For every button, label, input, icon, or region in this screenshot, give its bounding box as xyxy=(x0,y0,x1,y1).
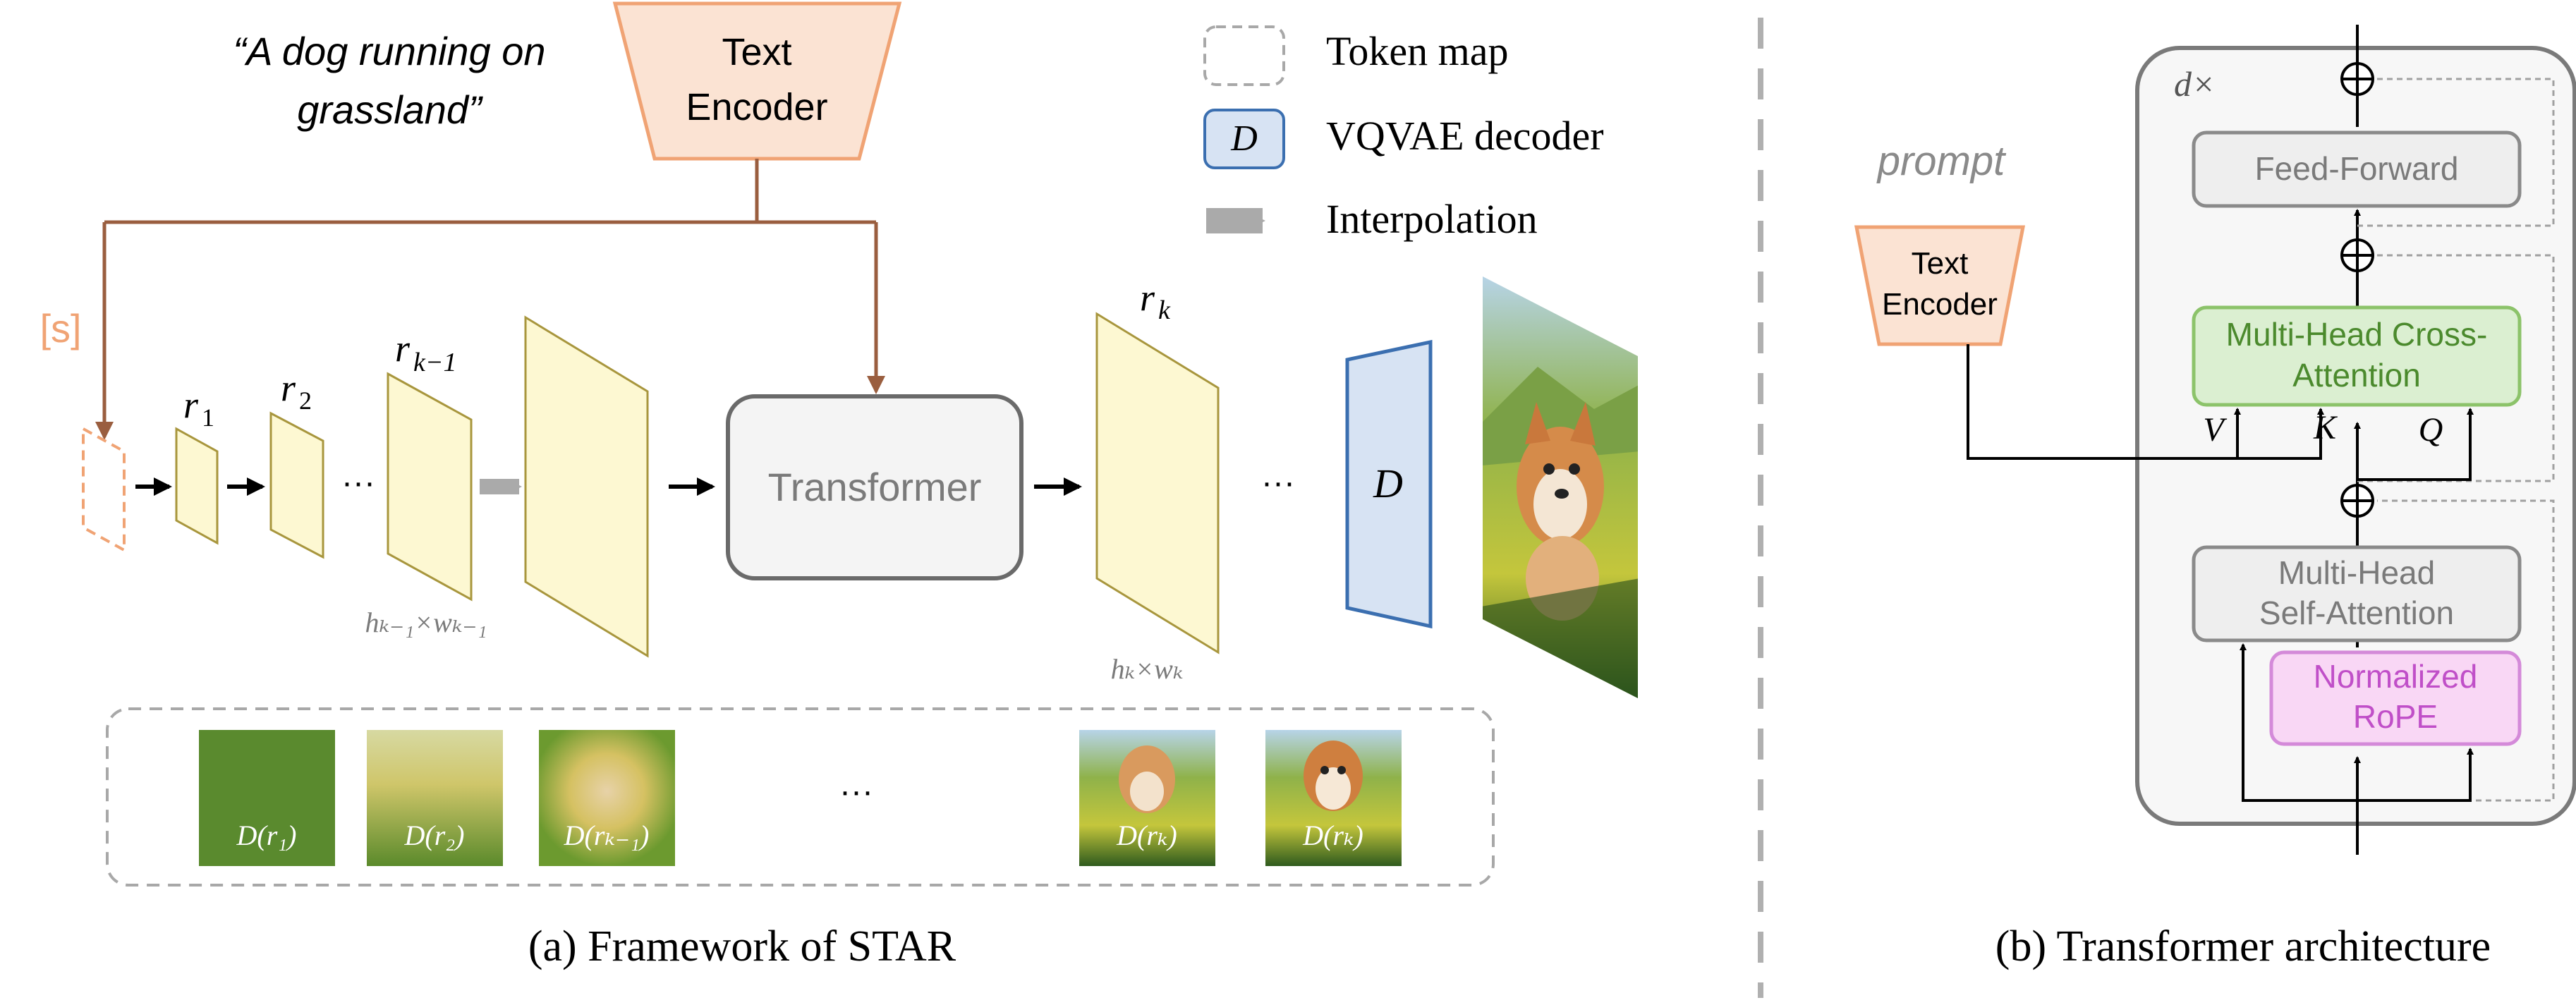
prompt-quote-line2: grassland” xyxy=(297,87,483,132)
dim-label-cur: hₖ×wₖ xyxy=(1111,653,1184,685)
token-map-r1 xyxy=(175,427,219,545)
self-attention-line2: Self-Attention xyxy=(2259,595,2454,631)
transformer-panel: prompt Text Encoder d× xyxy=(1854,25,2576,970)
decoded-previews: D(r₁) D(r₂) D(rₖ₋₁) ··· D(rₖ) xyxy=(106,707,1495,887)
v-label: V xyxy=(2203,411,2227,449)
prompt-quote-line1: “A dog running on xyxy=(233,29,545,73)
legend-token-map-swatch xyxy=(1203,25,1285,86)
condition-lines xyxy=(95,159,885,440)
label-r1: r 1 xyxy=(183,384,214,432)
transformer-block: Transformer xyxy=(726,394,1023,580)
repeat-label: d× xyxy=(2174,64,2216,104)
decoder-letter: D xyxy=(1373,461,1403,506)
decoded-preview-rk: D(rₖ) xyxy=(1079,730,1215,866)
label-rk1: r k−1 xyxy=(395,327,457,377)
svg-text:r: r xyxy=(183,384,199,426)
svg-text:r: r xyxy=(281,367,296,409)
right-text-encoder-block: Text Encoder xyxy=(1854,225,2026,346)
ellipsis-2: ··· xyxy=(1261,464,1295,501)
legend-decoder-label: VQVAE decoder xyxy=(1326,113,1604,159)
ellipsis-1: ··· xyxy=(341,464,375,501)
q-label: Q xyxy=(2419,411,2443,449)
text-encoder-label-line1: Text xyxy=(722,31,791,73)
svg-text:D(rₖ): D(rₖ) xyxy=(1302,820,1363,851)
text-encoder-block: Text Encoder xyxy=(612,1,902,161)
decoded-preview-rk1: D(rₖ₋₁) xyxy=(539,730,675,866)
token-map-rk1 xyxy=(387,372,473,602)
legend-interp-label: Interpolation xyxy=(1326,196,1538,242)
svg-text:1: 1 xyxy=(202,403,214,432)
cross-attention-inputs xyxy=(1967,344,2474,481)
token-map-interp xyxy=(524,315,649,658)
decoded-preview-rK: D(rₖ) xyxy=(1265,730,1402,866)
caption-b: (b) Transformer architecture xyxy=(1995,922,2491,970)
svg-text:r: r xyxy=(395,327,411,370)
svg-text:D(rₖ₋₁): D(rₖ₋₁) xyxy=(564,820,650,851)
legend-decoder-swatch xyxy=(1203,109,1285,169)
decoded-preview-r1: D(r₁) xyxy=(199,730,335,866)
label-rk: r k xyxy=(1140,276,1171,325)
plus-node-3 xyxy=(2340,62,2374,96)
framework-panel: “A dog running on grassland” Text Encode… xyxy=(40,1,1638,970)
svg-text:k: k xyxy=(1158,296,1171,325)
right-text-encoder-line1: Text xyxy=(1912,246,1969,281)
start-token-map xyxy=(82,426,126,553)
k-label: K xyxy=(2313,409,2338,446)
decoded-preview-container xyxy=(106,707,1495,887)
prompt-label: prompt xyxy=(1876,138,2007,184)
svg-text:k−1: k−1 xyxy=(413,348,457,377)
legend: Token map D VQVAE decoder Interpolation xyxy=(1203,25,1604,242)
cross-attention-block: Multi-Head Cross- Attention xyxy=(2192,305,2522,407)
plus-node-1 xyxy=(2340,484,2374,518)
transformer-label: Transformer xyxy=(768,465,982,509)
svg-text:2: 2 xyxy=(299,386,312,415)
text-encoder-label-line2: Encoder xyxy=(686,86,827,128)
feed-forward-label: Feed-Forward xyxy=(2255,150,2459,187)
rope-line2: RoPE xyxy=(2353,698,2438,735)
caption-a: (a) Framework of STAR xyxy=(528,922,956,970)
label-r2: r 2 xyxy=(281,367,312,415)
self-attention-line1: Multi-Head xyxy=(2278,554,2435,591)
legend-decoder-letter: D xyxy=(1230,118,1258,159)
decoder-block: D xyxy=(1345,339,1433,629)
rope-block: Normalized RoPE xyxy=(2269,650,2522,746)
residual-skips xyxy=(2357,78,2555,802)
plus-node-2 xyxy=(2340,238,2374,272)
cross-attention-line1: Multi-Head Cross- xyxy=(2226,316,2488,353)
start-token-label: [s] xyxy=(40,306,81,351)
generated-image xyxy=(1483,276,1638,698)
dim-label-prev: hₖ₋₁×wₖ₋₁ xyxy=(365,607,487,638)
cross-attention-line2: Attention xyxy=(2292,357,2421,394)
feed-forward-block: Feed-Forward xyxy=(2192,130,2522,208)
self-attention-inputs xyxy=(2240,643,2474,802)
rope-line1: Normalized xyxy=(2314,658,2478,695)
svg-text:D(r₁): D(r₁) xyxy=(236,820,297,851)
token-map-r2 xyxy=(269,411,324,559)
legend-token-map-label: Token map xyxy=(1326,28,1508,74)
token-map-rk xyxy=(1095,312,1220,654)
self-attention-block: Multi-Head Self-Attention xyxy=(2192,545,2522,642)
preview-ellipsis: ··· xyxy=(839,773,873,810)
right-text-encoder-line2: Encoder xyxy=(1882,287,1998,322)
decoded-preview-r2: D(r₂) xyxy=(367,730,503,866)
svg-text:r: r xyxy=(1140,276,1155,319)
svg-text:D(rₖ): D(rₖ) xyxy=(1116,820,1177,851)
svg-text:D(r₂): D(r₂) xyxy=(404,820,465,851)
